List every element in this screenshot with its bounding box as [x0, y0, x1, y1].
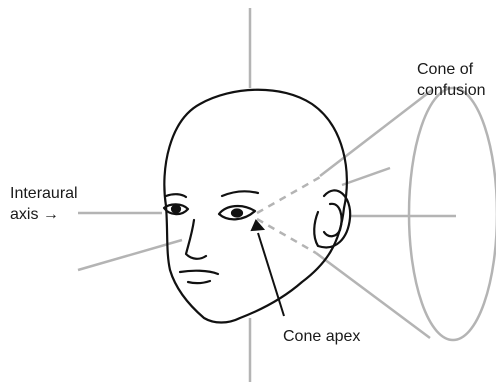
cone-upper-edge-dashed: [257, 176, 322, 213]
arrow-right-icon: →: [43, 206, 59, 223]
cone-base-ellipse: [409, 88, 496, 340]
cone-of-confusion: [257, 88, 496, 340]
cone-lower-edge-dashed: [257, 219, 316, 253]
cone-apex-pointer: [252, 221, 284, 316]
reference-axes: [78, 8, 456, 382]
head-contour: [164, 90, 347, 323]
left-pupil: [172, 206, 180, 213]
interaural-axis-label-line1: Interaural: [10, 183, 78, 204]
lower-lip: [188, 281, 210, 283]
cone-apex-label: Cone apex: [283, 326, 360, 347]
upper-right-axis: [342, 168, 390, 185]
right-pupil: [232, 210, 242, 217]
right-brow: [222, 191, 258, 196]
cone-of-confusion-label-line2: confusion: [417, 80, 486, 101]
left-brow: [166, 194, 186, 197]
interaural-axis-word: axis: [10, 206, 38, 223]
head-outline: [164, 90, 350, 323]
interaural-axis-label-line2: axis →: [10, 204, 59, 225]
ear-inner: [324, 204, 342, 236]
nose: [186, 220, 206, 259]
mouth: [180, 271, 218, 274]
cone-of-confusion-label-line1: Cone of: [417, 59, 473, 80]
